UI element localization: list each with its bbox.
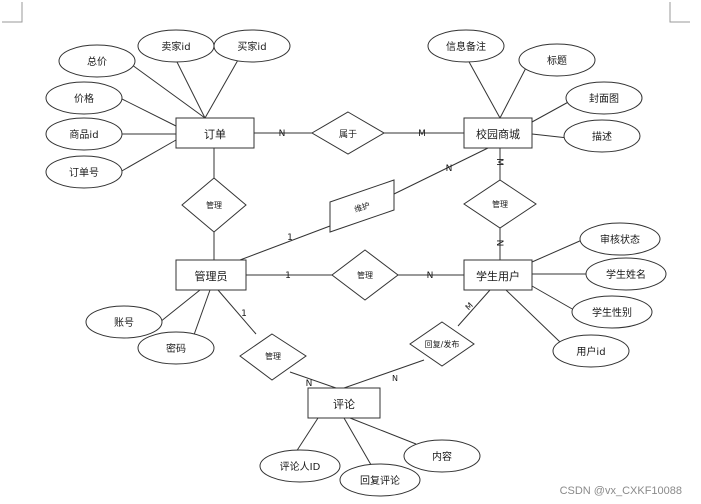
relation-manage-order[interactable]: 管理 bbox=[181, 177, 247, 233]
attr-order-no[interactable]: 订单号 bbox=[45, 155, 123, 189]
relation-manage-comment[interactable]: 管理 bbox=[239, 333, 307, 381]
card-admin-manage-student: 1 bbox=[285, 271, 291, 281]
page-corner-marks bbox=[2, 2, 690, 23]
relation-manage-student-label: 管理 bbox=[357, 270, 373, 280]
relation-belongs-label: 属于 bbox=[339, 129, 357, 140]
relation-manage-mall[interactable]: 管理 bbox=[463, 179, 537, 229]
entity-comment[interactable]: 评论 bbox=[307, 387, 381, 419]
attr-student-name-label: 学生姓名 bbox=[606, 268, 646, 281]
attr-seller-id-label: 卖家id bbox=[161, 40, 190, 53]
attr-seller-id[interactable]: 卖家id bbox=[137, 29, 215, 63]
attr-reply-comment[interactable]: 回复评论 bbox=[339, 463, 421, 497]
attr-price[interactable]: 价格 bbox=[45, 81, 123, 115]
attr-password[interactable]: 密码 bbox=[137, 331, 215, 365]
attr-title-label: 标题 bbox=[547, 55, 567, 67]
card-belongs-mall: M bbox=[418, 129, 426, 139]
relation-manage-student[interactable]: 管理 bbox=[331, 249, 399, 301]
attr-info-note[interactable]: 信息备注 bbox=[427, 29, 505, 63]
attr-content-label: 内容 bbox=[432, 450, 452, 463]
cardinality-labels: N M N 1 M N 1 N 1 N M N bbox=[241, 129, 504, 389]
relation-manage-order-label: 管理 bbox=[206, 200, 222, 210]
attr-buyer-id[interactable]: 买家id bbox=[213, 29, 291, 63]
entity-student-label: 学生用户 bbox=[476, 269, 520, 283]
card-manage-to-student: N bbox=[427, 271, 434, 281]
card-admin-manage-comment: 1 bbox=[241, 309, 247, 319]
relation-manage-mall-label: 管理 bbox=[492, 199, 508, 209]
attr-commenter-id-label: 评论人ID bbox=[280, 460, 321, 473]
attr-info-note-label: 信息备注 bbox=[446, 40, 486, 53]
attr-total-price-label: 总价 bbox=[87, 55, 107, 68]
attr-price-label: 价格 bbox=[74, 92, 94, 105]
card-reply-comment: N bbox=[392, 374, 398, 383]
card-mall-manage: M bbox=[494, 158, 504, 166]
attr-total-price[interactable]: 总价 bbox=[58, 44, 136, 78]
relation-maintain-label: 维护 bbox=[353, 200, 371, 214]
attr-student-gender-label: 学生性别 bbox=[592, 306, 632, 319]
attr-password-label: 密码 bbox=[166, 342, 186, 355]
attr-audit-status-label: 审核状态 bbox=[600, 233, 640, 246]
card-mall-maintain: N bbox=[446, 164, 453, 174]
relation-reply-publish[interactable]: 回复/发布 bbox=[409, 321, 475, 367]
card-manage-student: N bbox=[494, 240, 504, 247]
attr-cover[interactable]: 封面图 bbox=[565, 81, 643, 115]
attr-reply-comment-label: 回复评论 bbox=[360, 474, 400, 487]
entity-admin[interactable]: 管理员 bbox=[175, 259, 247, 291]
entity-student[interactable]: 学生用户 bbox=[463, 259, 533, 291]
attr-user-id-label: 用户id bbox=[576, 345, 605, 358]
attr-product-id-label: 商品id bbox=[69, 128, 98, 141]
attr-buyer-id-label: 买家id bbox=[237, 40, 266, 53]
entity-order-label: 订单 bbox=[204, 128, 226, 141]
relation-manage-comment-label: 管理 bbox=[265, 351, 281, 361]
attr-description[interactable]: 描述 bbox=[563, 119, 641, 153]
relation-reply-publish-label: 回复/发布 bbox=[425, 339, 460, 349]
attr-product-id[interactable]: 商品id bbox=[45, 117, 123, 151]
entity-admin-label: 管理员 bbox=[195, 269, 228, 283]
relation-belongs[interactable]: 属于 bbox=[311, 111, 385, 155]
attr-order-no-label: 订单号 bbox=[69, 167, 99, 179]
attr-account[interactable]: 账号 bbox=[85, 305, 163, 339]
attr-student-name[interactable]: 学生姓名 bbox=[585, 257, 667, 291]
attr-commenter-id[interactable]: 评论人ID bbox=[259, 449, 341, 483]
watermark: CSDN @vx_CXKF10088 bbox=[560, 485, 682, 497]
card-maintain-admin: 1 bbox=[287, 233, 293, 243]
entity-comment-label: 评论 bbox=[333, 397, 355, 411]
attr-description-label: 描述 bbox=[592, 130, 612, 143]
entity-order[interactable]: 订单 bbox=[175, 117, 255, 149]
attr-student-gender[interactable]: 学生性别 bbox=[571, 295, 653, 329]
entity-mall[interactable]: 校园商城 bbox=[463, 117, 533, 149]
card-manage-to-comment: N bbox=[306, 379, 313, 389]
attr-user-id[interactable]: 用户id bbox=[552, 334, 630, 368]
attr-title[interactable]: 标题 bbox=[518, 43, 596, 77]
attr-cover-label: 封面图 bbox=[589, 92, 619, 105]
card-student-reply: M bbox=[464, 301, 475, 312]
attr-audit-status[interactable]: 审核状态 bbox=[579, 222, 661, 256]
attr-content[interactable]: 内容 bbox=[403, 439, 481, 473]
card-order-belongs: N bbox=[279, 129, 286, 139]
relation-maintain[interactable]: 维护 bbox=[329, 179, 395, 233]
attr-account-label: 账号 bbox=[114, 317, 134, 329]
entity-mall-label: 校园商城 bbox=[476, 127, 520, 141]
connector-lines bbox=[119, 59, 588, 471]
